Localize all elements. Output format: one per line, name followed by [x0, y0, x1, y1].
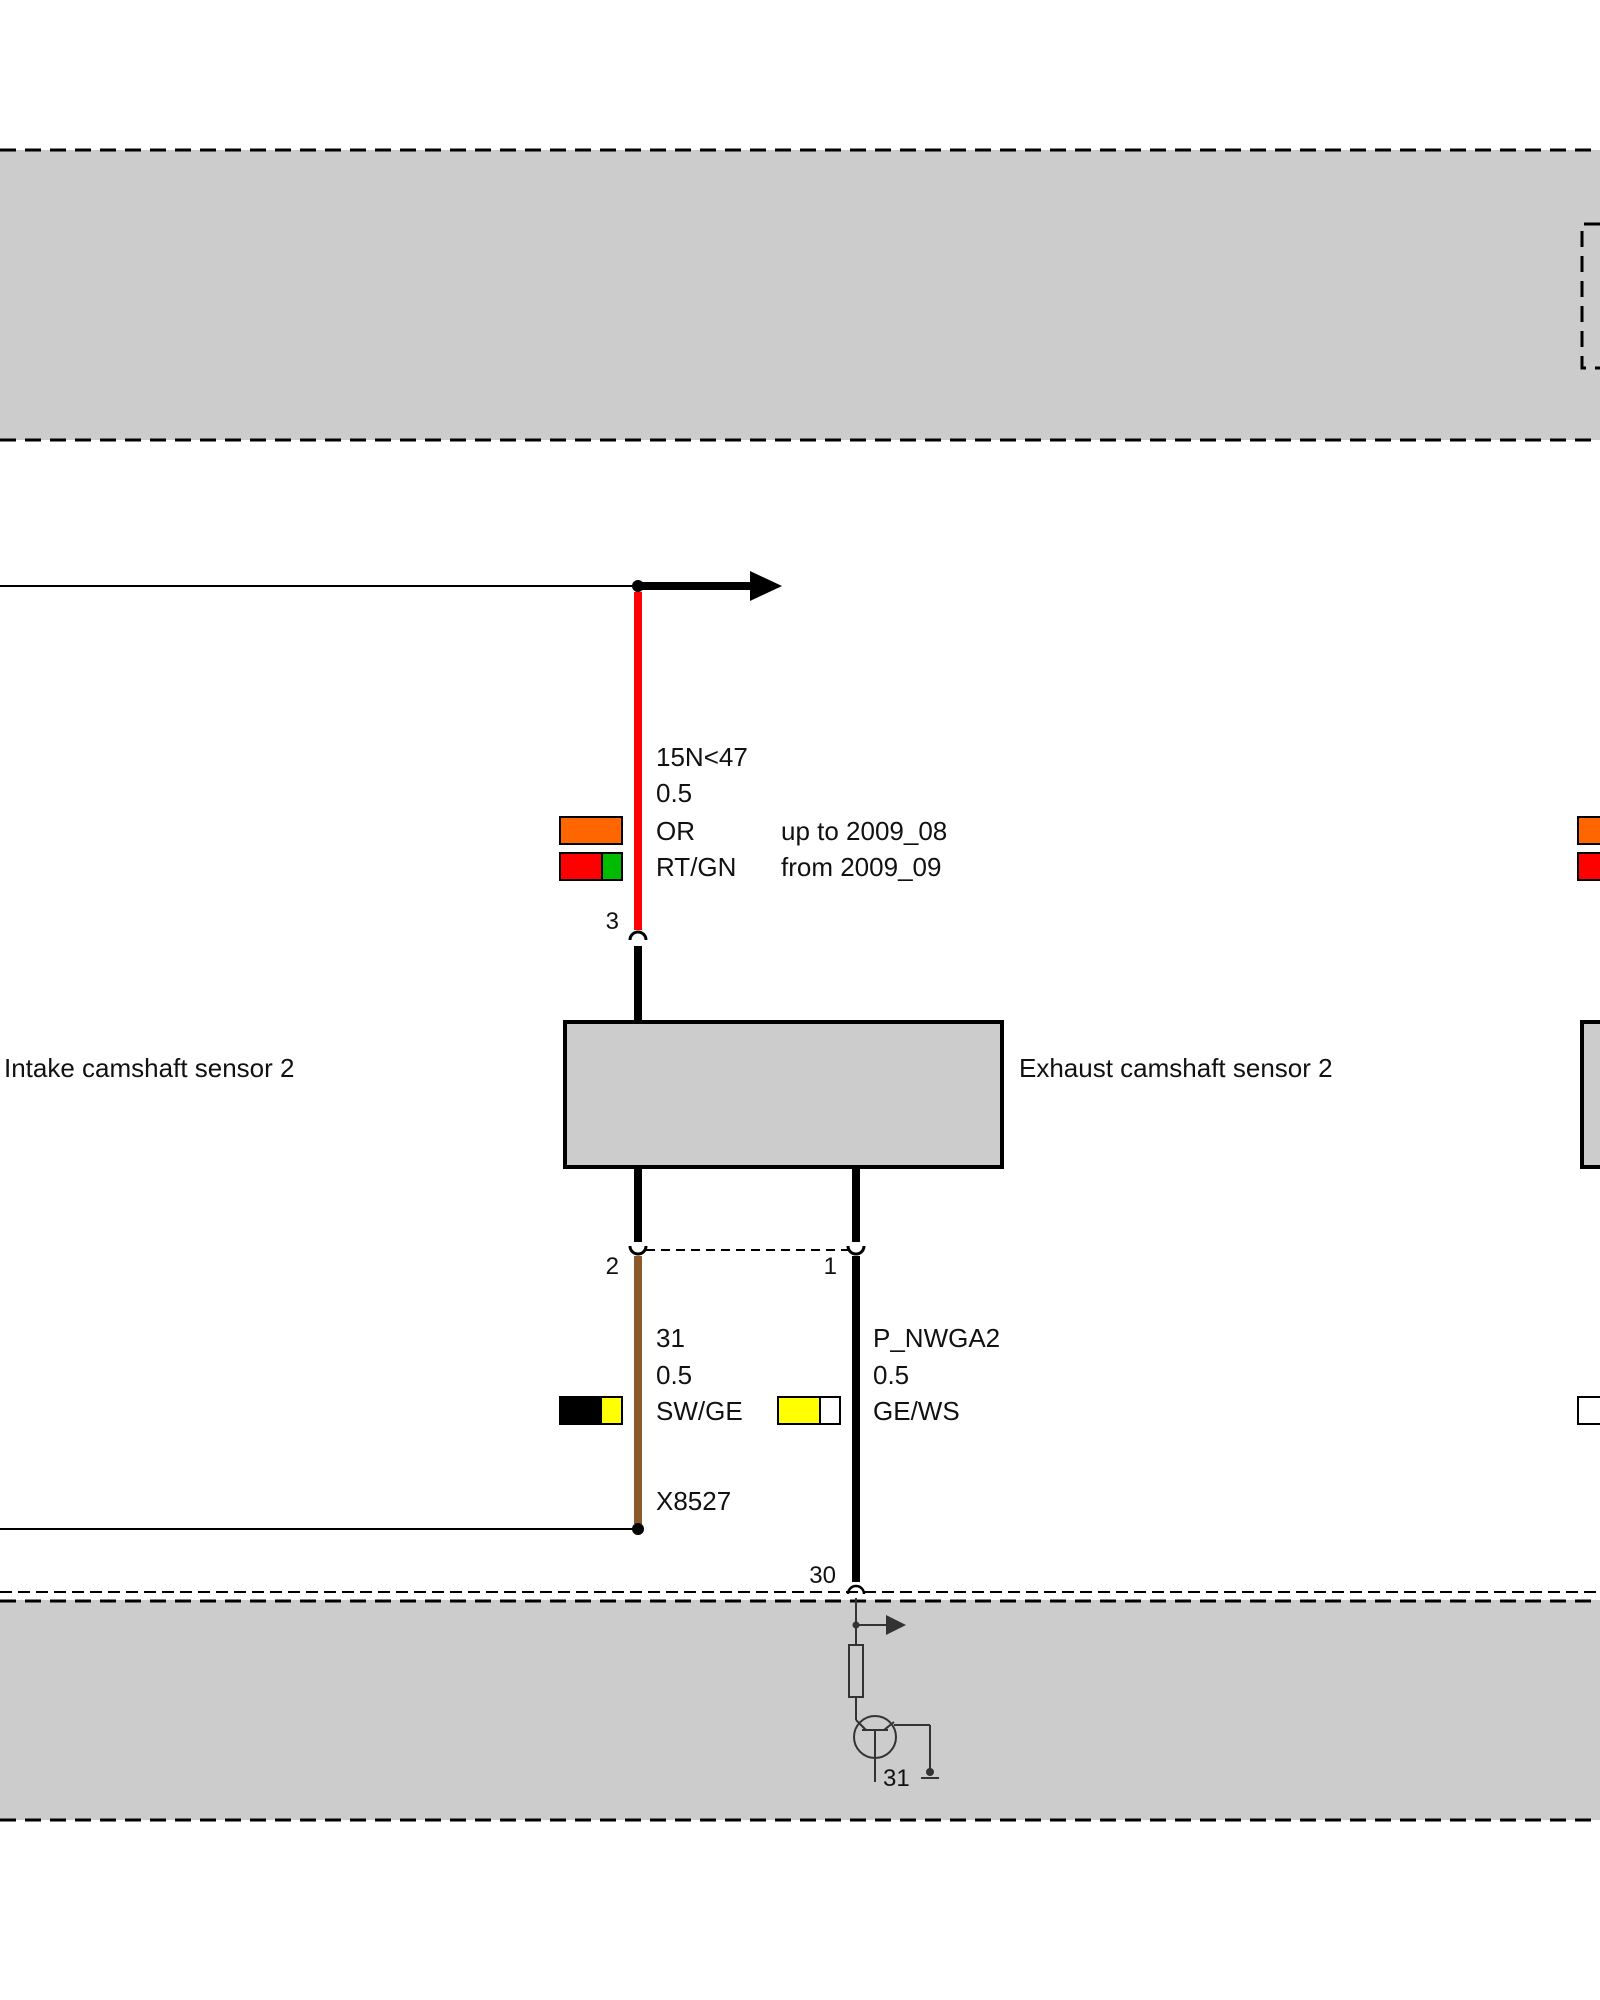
signal-pin-arc-icon: [846, 1245, 866, 1256]
control-unit-pin-number: 30: [809, 1562, 836, 1589]
transistor-collector: [855, 1719, 867, 1731]
swatch-or: [559, 816, 623, 845]
swatch-rt: [560, 853, 602, 880]
supply-variant-1-note: up to 2009_08: [781, 816, 947, 846]
swatch-sw: [560, 1397, 602, 1424]
internal-arrow-icon: [886, 1615, 906, 1635]
control-unit-pin-arc-icon: [846, 1584, 866, 1595]
right-partial-swatch-or: [1577, 816, 1600, 845]
exhaust-camshaft-sensor: Exhaust camshaft sensor 2: [563, 1020, 1333, 1169]
swatch-gews-border: [777, 1396, 841, 1425]
supply-pin-number: 3: [606, 908, 619, 935]
top-bus-line: [0, 571, 782, 601]
right-partial-swatch-ws: [1577, 1396, 1600, 1425]
transistor-emitter: [883, 1721, 895, 1731]
top-junction-dot: [632, 580, 644, 592]
ground-connector-id: X8527: [656, 1486, 731, 1516]
right-partial-sensor-box: [1580, 1020, 1600, 1169]
swatch-gn: [602, 853, 622, 880]
swatch-ws: [820, 1397, 840, 1424]
right-partial-swatch-rt: [1577, 852, 1600, 881]
swatch-ge: [602, 1397, 622, 1424]
swatch-ge-2: [778, 1397, 820, 1424]
signal-cross-section: 0.5: [873, 1360, 909, 1390]
signal-signal-name: P_NWGA2: [873, 1323, 1000, 1353]
ground-signal-name: 31: [656, 1323, 685, 1353]
supply-variant-2-swatch: [559, 852, 623, 881]
signal-color-swatch: [777, 1396, 841, 1425]
signal-pin-number: 1: [824, 1253, 837, 1280]
ground-pin-number: 2: [606, 1253, 619, 1280]
upper-module: [0, 148, 1600, 442]
exhaust-sensor-label: Exhaust camshaft sensor 2: [1019, 1053, 1333, 1083]
ground-color-swatch: [559, 1396, 623, 1425]
ground-pin-arc-icon: [628, 1245, 648, 1256]
sensor-box: [563, 1020, 1004, 1169]
upper-module-fill: [0, 150, 1600, 440]
signal-color-code: GE/WS: [873, 1396, 960, 1426]
upper-sub-module-border: [1580, 222, 1600, 370]
ground-cross-section: 0.5: [656, 1360, 692, 1390]
lower-module: 30 31: [0, 1562, 1600, 1822]
supply-variant-2-code: RT/GN: [656, 852, 736, 882]
supply-variant-2-note: from 2009_09: [781, 852, 941, 882]
supply-pin-arc-icon: [628, 930, 648, 941]
transistor-icon: [853, 1715, 897, 1782]
right-edge-partial: [1577, 816, 1600, 1425]
swatch-rtgn-border: [559, 852, 623, 881]
ground-dot: [926, 1768, 934, 1776]
signal-wire: 1 P_NWGA2 0.5 GE/WS: [777, 1167, 1000, 1582]
swatch-swge-border: [559, 1396, 623, 1425]
intake-sensor-label: Intake camshaft sensor 2: [4, 1053, 294, 1083]
supply-wire: 3 15N<47 0.5 OR up to 2009_08 RT/GN from…: [559, 592, 947, 1022]
supply-variant-1-swatch: [559, 816, 623, 845]
supply-signal-name: 15N<47: [656, 742, 748, 772]
ground-wire: 2 31 0.5 SW/GE X8527: [0, 1167, 743, 1535]
supply-cross-section: 0.5: [656, 778, 692, 808]
internal-junction-dot: [852, 1621, 860, 1629]
control-unit-ground-label: 31: [883, 1765, 910, 1792]
ground-color-code: SW/GE: [656, 1396, 743, 1426]
continuation-arrow-icon: [750, 571, 782, 601]
lower-module-fill: [0, 1600, 1600, 1820]
supply-variant-1-code: OR: [656, 816, 695, 846]
